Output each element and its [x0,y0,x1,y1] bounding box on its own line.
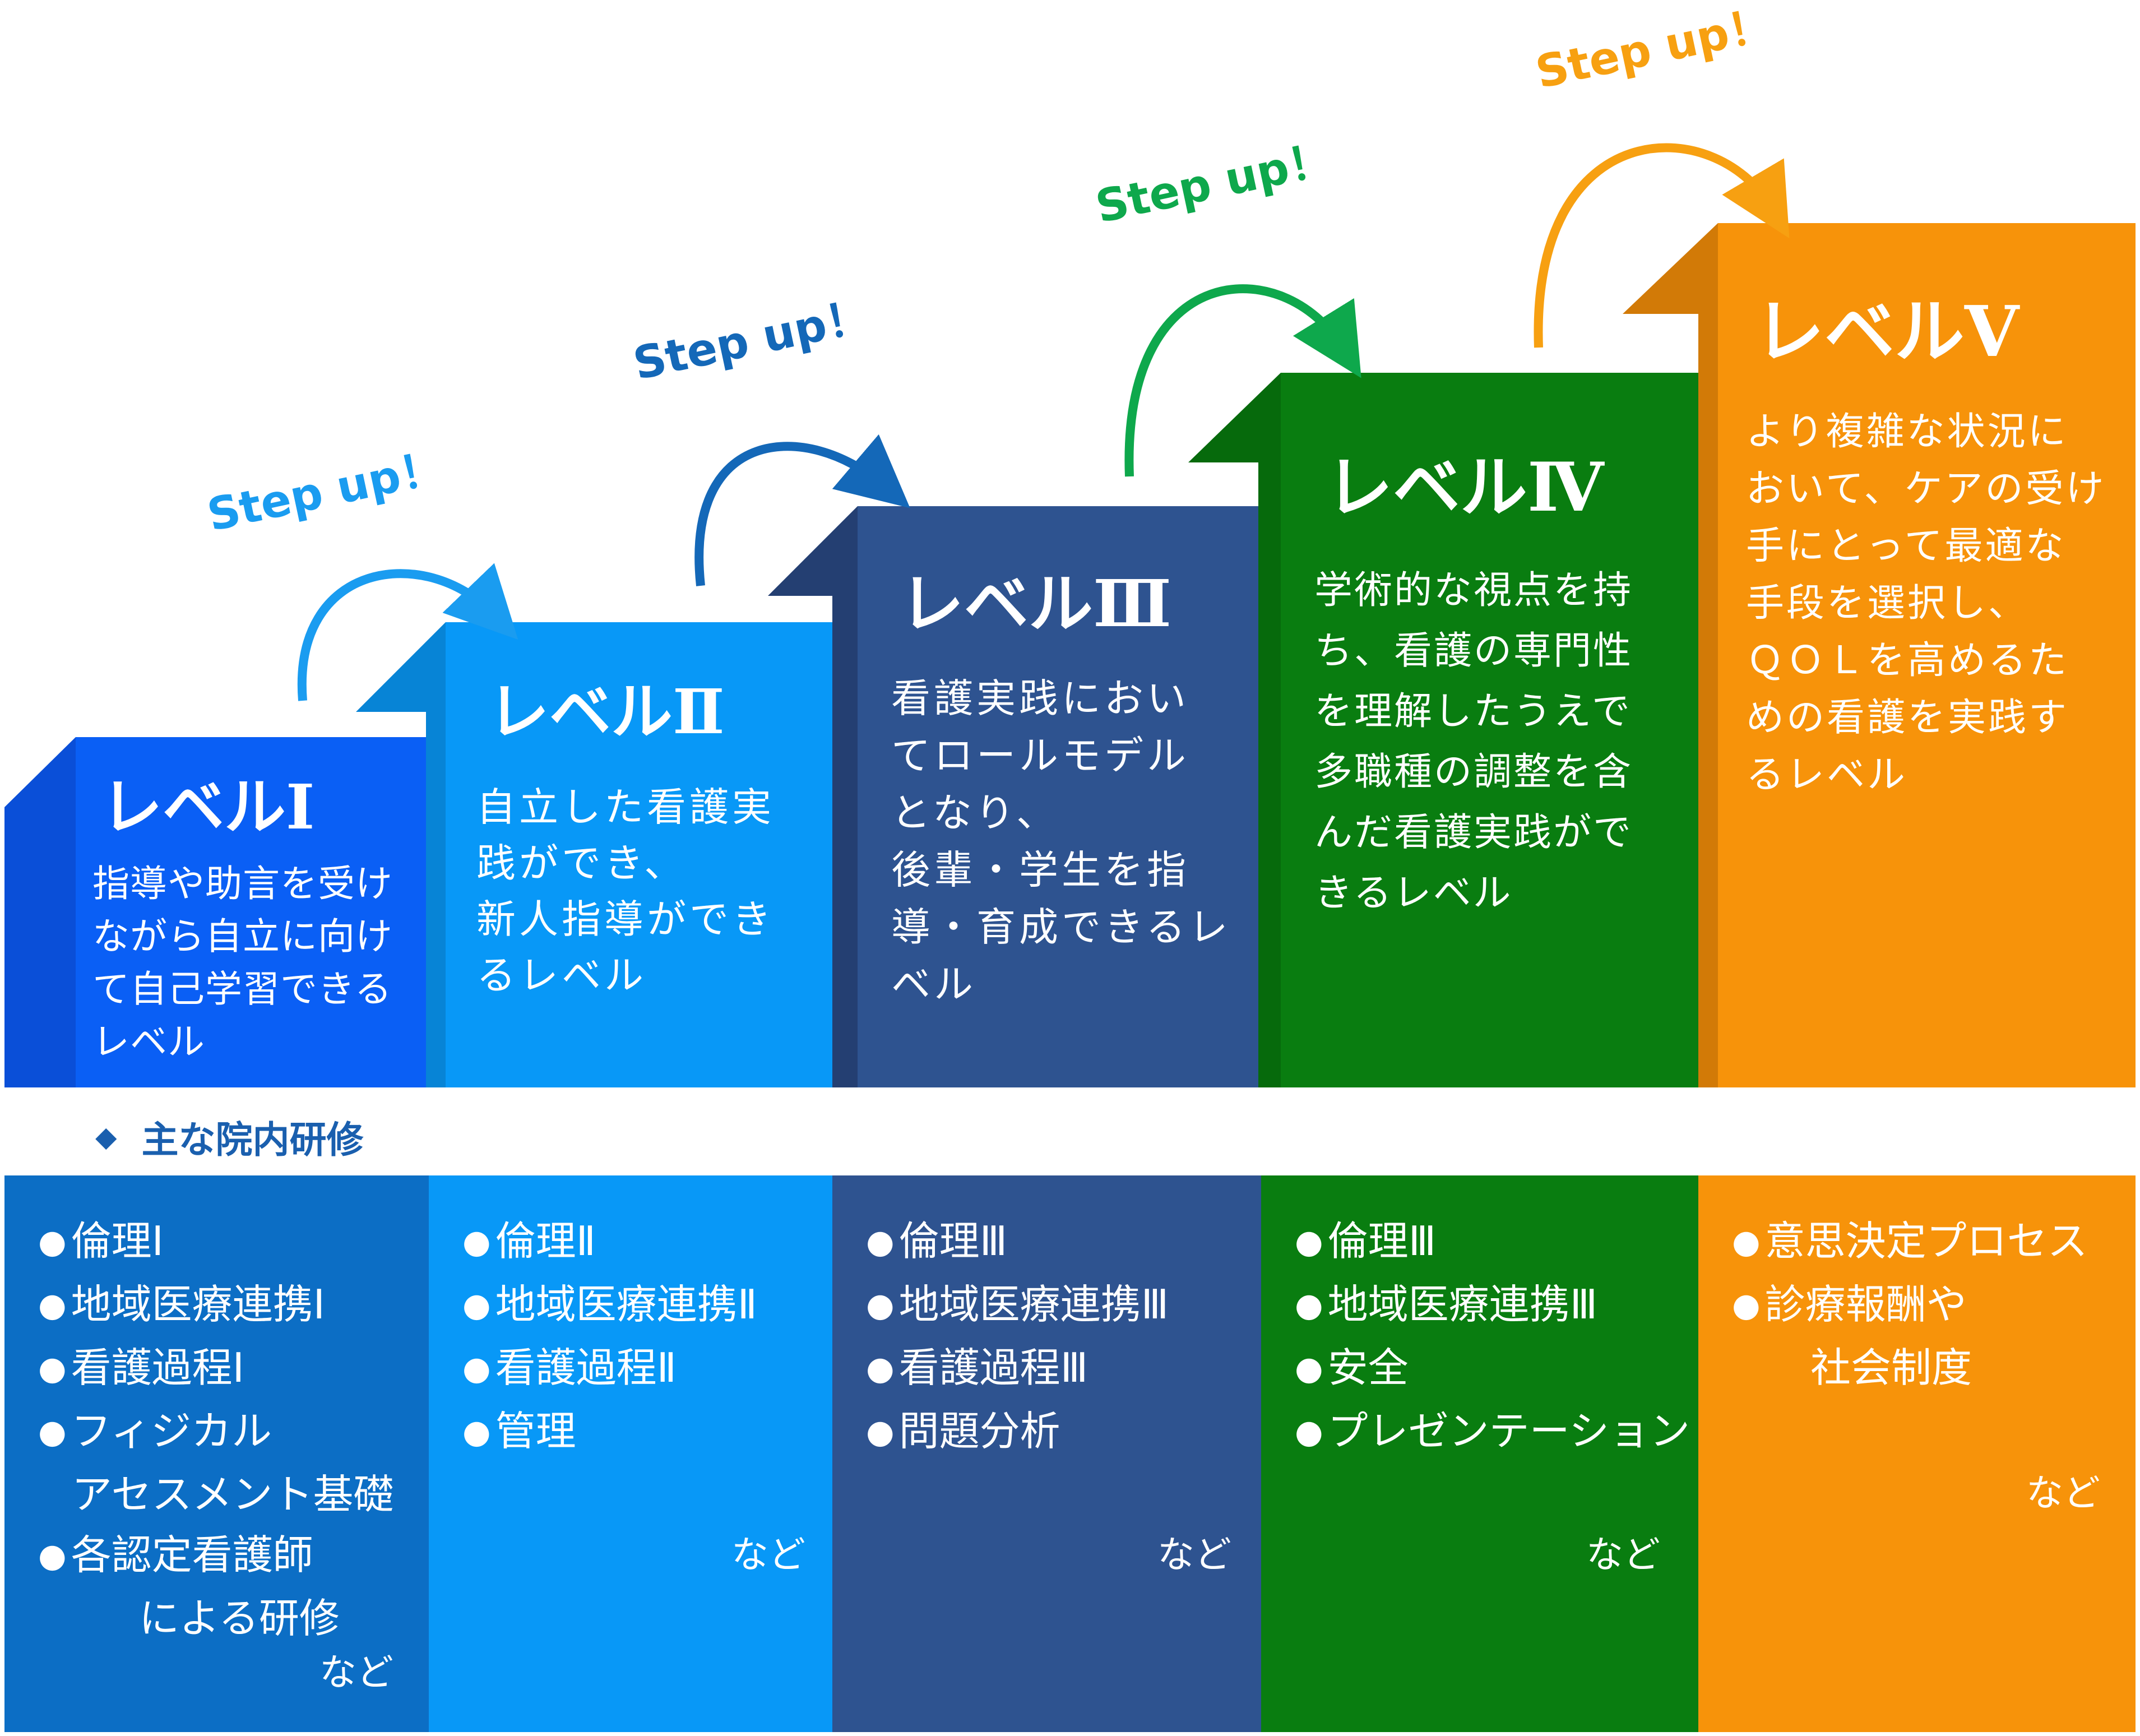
training-list-3: 倫理Ⅲ 地域医療連携Ⅲ 看護過程Ⅲ 問題分析 [866,1211,1169,1464]
level-5-description: より複雑な状況に おいて、ケアの受け 手にとって最適な 手段を選択し、 ＱＯＬを… [1746,410,2106,797]
training-suffix-4: など [1586,1533,1660,1576]
level-5-block [1623,223,2136,1087]
level-2-title: レベルⅡ [488,675,725,748]
level-3-block [768,506,1258,1087]
training-list-2: 倫理Ⅱ 地域医療連携Ⅱ 看護過程Ⅱ 管理 [462,1211,757,1464]
step-up-arrow-4 [1534,143,1790,348]
training-suffix-1: など [319,1651,393,1694]
training-item: 診療報酬や [1732,1274,2088,1337]
training-heading: ◆ 主な院内研修 [95,1110,363,1164]
training-heading-text: 主な院内研修 [141,1118,364,1161]
step-up-arrow-1 [297,563,518,701]
training-item: 地域医療連携Ⅲ [866,1274,1169,1337]
level-4-block [1188,373,1698,1087]
training-list-4: 倫理Ⅲ 地域医療連携Ⅲ 安全 プレゼンテーション [1295,1211,1690,1464]
training-item: 地域医療連携Ⅱ [462,1274,757,1337]
training-suffix-5: など [2026,1471,2100,1515]
diamond-icon: ◆ [95,1121,117,1153]
training-item: 看護過程Ⅲ [866,1337,1169,1401]
training-item: 問題分析 [866,1401,1169,1464]
training-suffix-2: など [731,1533,805,1576]
training-item: 地域医療連携Ⅲ [1295,1274,1690,1337]
training-item: 地域医療連携Ⅰ [38,1274,394,1337]
training-item: 倫理Ⅰ [38,1211,394,1274]
level-1-title: レベルⅠ [101,771,315,843]
training-item: 意思決定プロセス [1732,1211,2088,1274]
step-up-arrow-3 [1124,284,1361,477]
level-2-block [356,622,832,1087]
training-item: 管理 [462,1401,757,1464]
training-list-1: 倫理Ⅰ 地域医療連携Ⅰ 看護過程Ⅰ フィジカル アセスメント基礎 各認定看護師 … [38,1211,394,1649]
training-list-5: 意思決定プロセス 診療報酬や 社会制度 [1732,1211,2088,1398]
training-item: 看護過程Ⅱ [462,1337,757,1401]
training-suffix-3: など [1157,1533,1231,1576]
training-item: 倫理Ⅱ [462,1211,757,1274]
training-item-continued: による研修 [139,1595,340,1642]
level-5-title: レベルⅤ [1754,291,2019,373]
level-3-title: レベルⅢ [900,566,1172,642]
training-item: フィジカル [38,1401,394,1464]
level-2-description: 自立した看護実 践ができ、 新人指導ができ るレベル [476,784,775,998]
level-3-description: 看護実践におい てロールモデル となり、 後輩・学生を指 導・育成できるレ ベル [891,675,1231,1007]
training-item-continued: アセスメント基礎 [72,1471,394,1518]
step-up-arrow-2 [694,434,910,586]
level-1-block [4,737,426,1087]
training-item: 倫理Ⅲ [866,1211,1169,1274]
training-item-continued: 社会制度 [1810,1344,1972,1391]
training-item: 各認定看護師 [38,1525,394,1588]
training-item: 安全 [1295,1337,1690,1401]
level-1-description: 指導や助言を受け ながら自立に向け て自己学習できる レベル [92,862,393,1063]
training-item: プレゼンテーション [1295,1401,1690,1464]
level-4-description: 学術的な視点を持 ち、看護の専門性 を理解したうえで 多職種の調整を含 んだ看護… [1314,568,1633,915]
training-item: 倫理Ⅲ [1295,1211,1690,1274]
level-4-title: レベルⅣ [1326,448,1604,527]
training-item: 看護過程Ⅰ [38,1337,394,1401]
